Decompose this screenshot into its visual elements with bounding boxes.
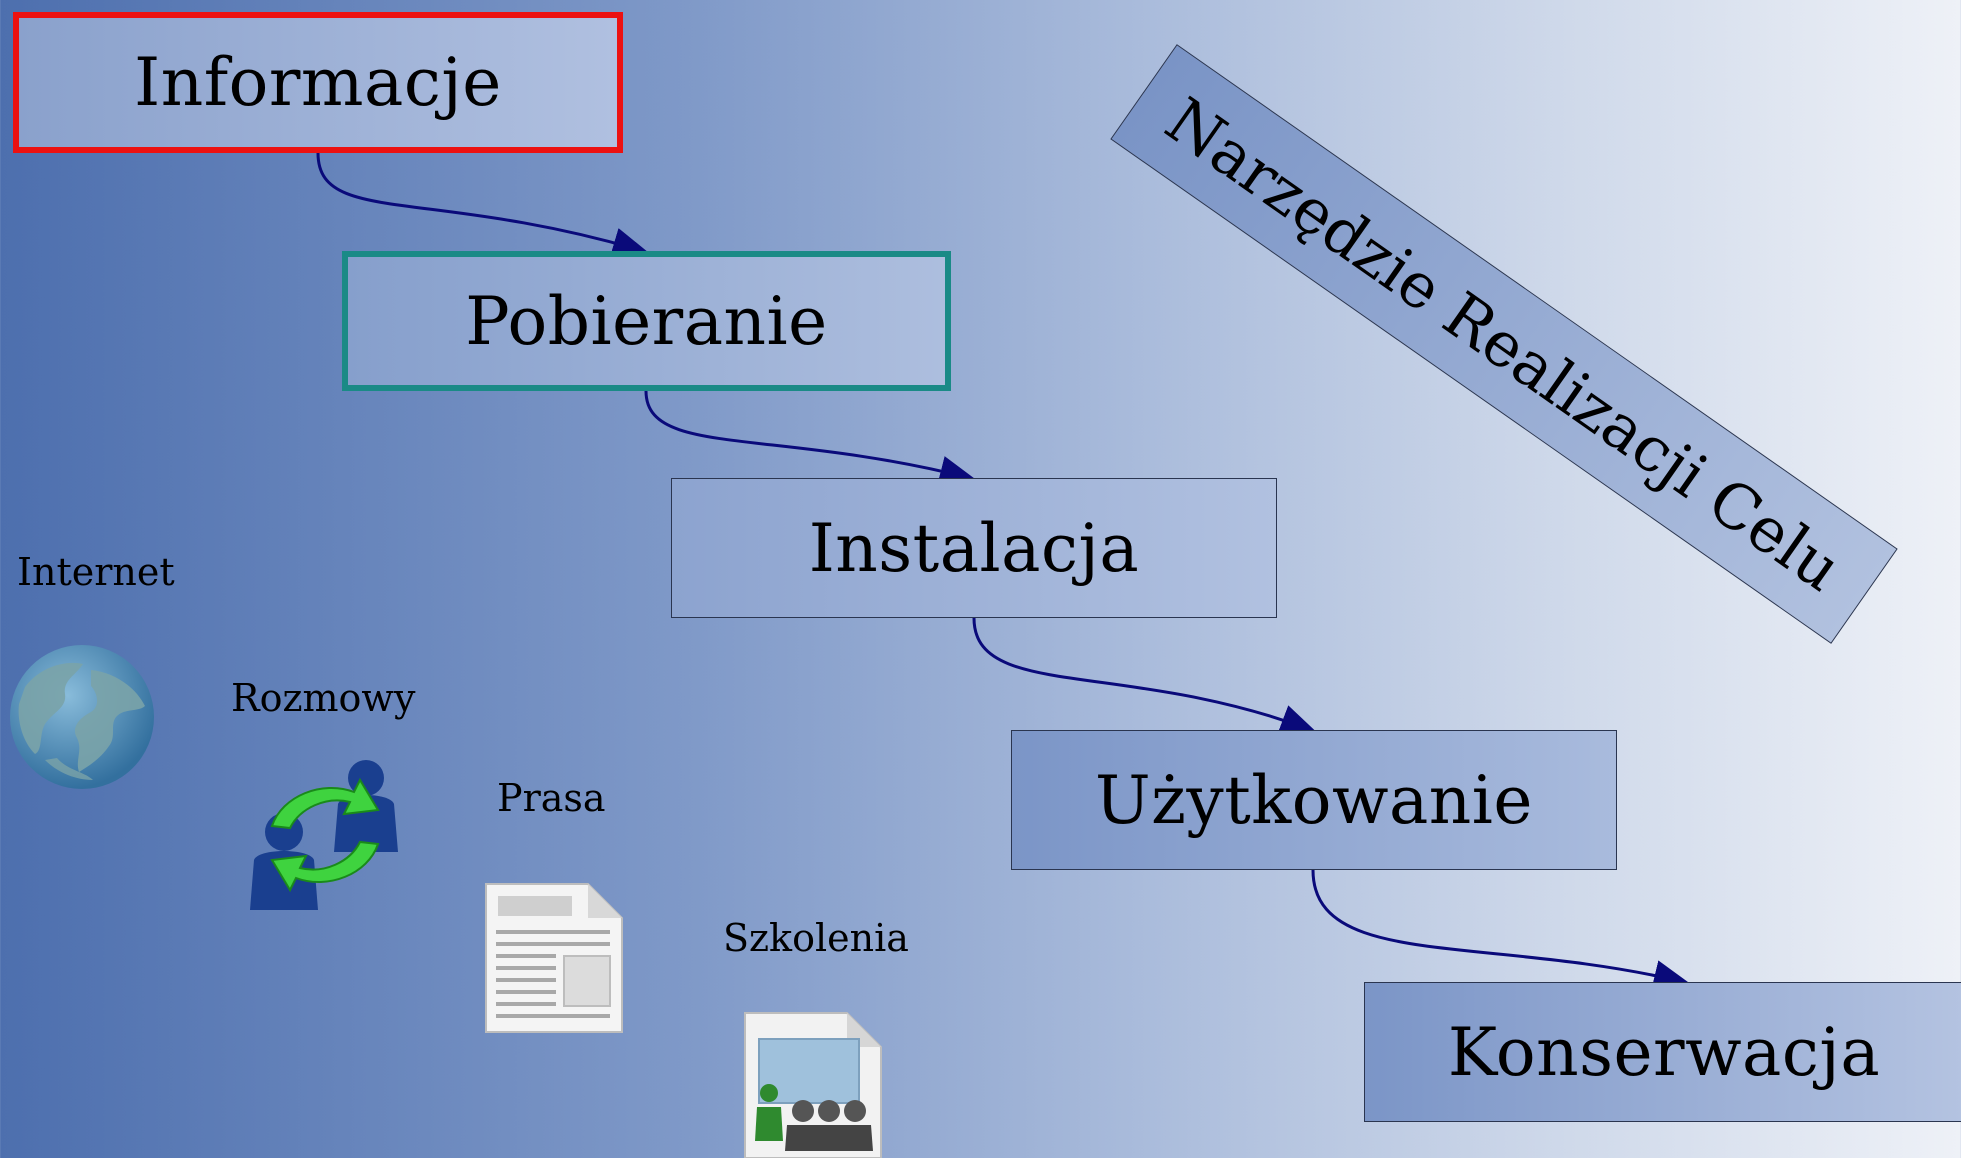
step-instalacja: Instalacja (671, 478, 1277, 618)
arrow-instalacja-to-uzytkowanie (972, 617, 1317, 734)
source-label-internet: Internet (17, 550, 175, 594)
arrow-pobieranie-to-instalacja (644, 390, 976, 486)
step-uzytkowanie: Użytkowanie (1011, 730, 1617, 870)
globe-icon (10, 645, 154, 789)
step-label: Informacje (134, 44, 502, 121)
step-konserwacja: Konserwacja (1364, 982, 1961, 1122)
arrow-informacje-to-pobieranie (316, 152, 649, 257)
presentation-icon (744, 1012, 882, 1158)
arrow-uzytkowanie-to-konserwacja (1311, 869, 1690, 990)
source-label-rozmowy: Rozmowy (231, 676, 416, 720)
document-icon (485, 883, 623, 1033)
source-label-szkolenia: Szkolenia (723, 916, 909, 960)
step-informacje: Informacje (13, 12, 623, 153)
step-pobieranie: Pobieranie (342, 251, 951, 391)
step-label: Konserwacja (1447, 1013, 1881, 1091)
step-label: Użytkowanie (1095, 761, 1533, 839)
source-label-prasa: Prasa (497, 776, 606, 820)
step-label: Pobieranie (465, 282, 828, 360)
people-exchange-icon (250, 760, 398, 910)
step-label: Instalacja (808, 509, 1140, 587)
